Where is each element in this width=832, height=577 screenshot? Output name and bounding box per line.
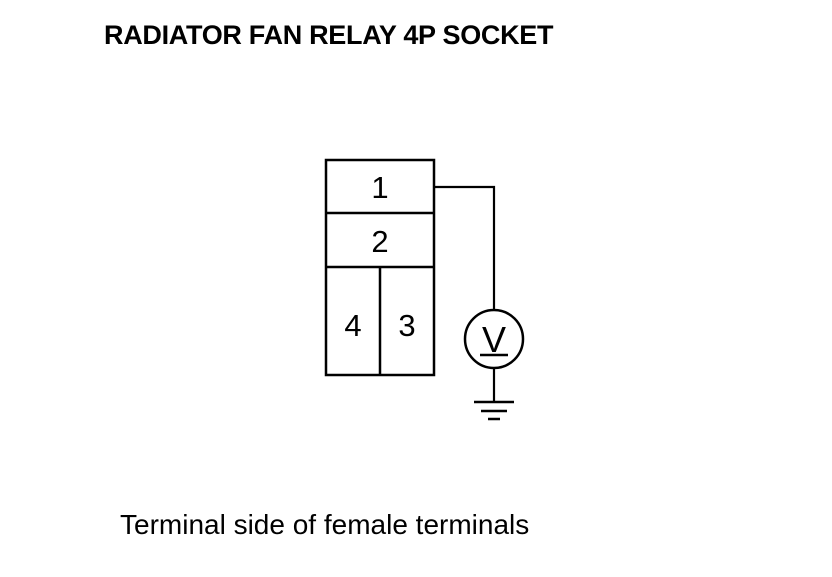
ground-icon [474, 400, 514, 421]
connector-housing [324, 158, 436, 377]
probe-lead [434, 185, 496, 310]
diagram-title: RADIATOR FAN RELAY 4P SOCKET [104, 20, 554, 50]
terminal-1-label: 1 [371, 170, 388, 205]
voltmeter-icon: V [463, 308, 525, 370]
diagram-caption: Terminal side of female terminals [120, 509, 530, 540]
terminal-4-label: 4 [344, 308, 361, 343]
terminal-2-label: 2 [371, 224, 388, 259]
terminal-3-label: 3 [398, 308, 415, 343]
voltmeter-symbol: V [482, 319, 506, 360]
